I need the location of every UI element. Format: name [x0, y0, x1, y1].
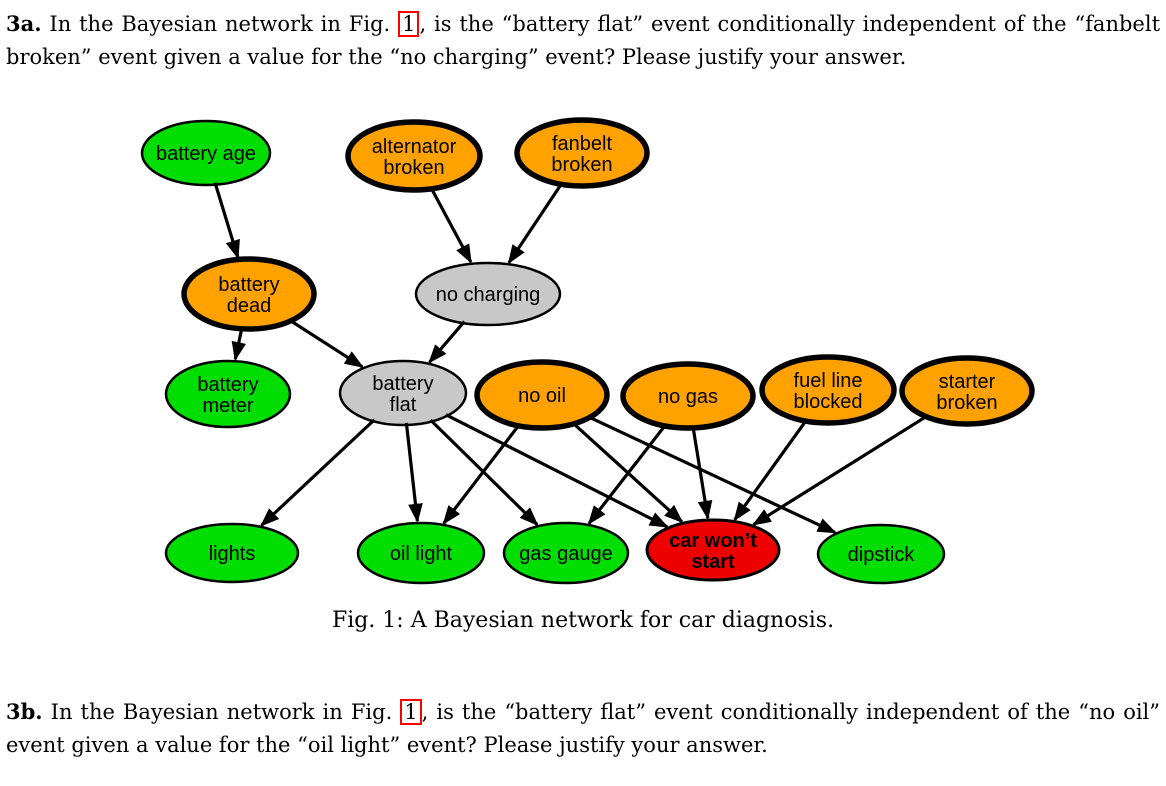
edge-battery_dead-to-battery_meter: [231, 326, 247, 362]
node-no_gas-label: no gas: [658, 386, 718, 408]
node-dipstick-label: dipstick: [848, 544, 916, 566]
question-3b: 3b. In the Bayesian network in Fig. 1, i…: [0, 695, 1166, 762]
edge-battery_dead-to-battery_flat: [288, 318, 364, 369]
figure-1-reference-link[interactable]: 1: [400, 699, 422, 725]
node-oil_light-ellipse: [356, 521, 486, 585]
edge-no_gas-to-car_wont_start: [691, 425, 713, 521]
node-oil_light: oil light: [356, 521, 486, 585]
edge-no_oil-to-dipstick: [587, 415, 837, 534]
node-battery_age: battery age: [140, 119, 272, 187]
edge-battery_flat-to-car_wont_start: [445, 413, 669, 529]
edge-battery_flat-to-lights: [260, 418, 376, 527]
document-page: 3a. In the Bayesian network in Fig. 1, i…: [0, 0, 1166, 762]
node-battery_meter-ellipse: [164, 359, 292, 429]
node-battery_age-label: battery age: [156, 143, 256, 165]
node-no_oil-ellipse: [474, 359, 610, 431]
edge-no_gas-to-gas_gauge: [587, 423, 668, 525]
node-oil_light-label: oil light: [390, 543, 453, 565]
diagram-edges: [213, 181, 929, 534]
edge-alternator_broken-to-no_charging: [429, 186, 473, 264]
node-starter_broken-ellipse: [899, 355, 1035, 427]
node-alternator_broken-ellipse: [345, 119, 483, 193]
node-no_gas-ellipse: [620, 361, 756, 431]
node-lights-label: lights: [209, 543, 256, 565]
figure-caption: Fig. 1: A Bayesian network for car diagn…: [331, 608, 835, 633]
node-lights-ellipse: [164, 522, 300, 584]
node-no_gas: no gas: [620, 361, 756, 431]
node-battery_age-ellipse: [140, 119, 272, 187]
node-battery_dead-ellipse: [181, 256, 317, 332]
node-gas_gauge: gas gauge: [502, 521, 630, 585]
node-dipstick: dipstick: [816, 523, 946, 585]
node-no_charging-ellipse: [414, 261, 562, 327]
question-3b-number: 3b.: [6, 699, 43, 724]
node-car_wont_start-ellipse: [645, 518, 781, 582]
edge-fuel_line_blocked-to-car_wont_start: [733, 418, 809, 522]
question-3b-text-before-ref: In the Bayesian network in Fig.: [42, 700, 401, 724]
node-no_oil: no oil: [474, 359, 610, 431]
node-no_oil-label: no oil: [518, 385, 566, 407]
edge-no_oil-to-oil_light: [442, 423, 521, 525]
edge-fanbelt_broken-to-no_charging: [507, 181, 564, 265]
node-dipstick-ellipse: [816, 523, 946, 585]
question-3a-text-before-ref: In the Bayesian network in Fig.: [41, 12, 399, 36]
node-fanbelt_broken-ellipse: [514, 117, 650, 189]
edge-starter_broken-to-car_wont_start: [751, 414, 929, 527]
node-gas_gauge-ellipse: [502, 521, 630, 585]
node-gas_gauge-label: gas gauge: [519, 543, 612, 565]
figure-1-reference-link[interactable]: 1: [398, 11, 420, 37]
question-3b-text-after-ref: , is the “battery flat” event conditiona…: [6, 700, 1161, 757]
node-no_charging: no charging: [414, 261, 562, 327]
question-3a: 3a. In the Bayesian network in Fig. 1, i…: [0, 0, 1166, 74]
node-lights: lights: [164, 522, 300, 584]
question-3a-text-after-ref: , is the “battery flat” event conditiona…: [6, 12, 1161, 69]
edge-battery_age-to-battery_dead: [213, 182, 240, 260]
node-battery_flat-ellipse: [338, 359, 468, 427]
node-fuel_line_blocked-ellipse: [759, 354, 897, 426]
edge-no_charging-to-battery_flat: [428, 320, 466, 364]
edge-battery_flat-to-oil_light: [404, 422, 423, 523]
node-no_charging-label: no charging: [436, 284, 541, 306]
question-3a-number: 3a.: [6, 11, 42, 36]
